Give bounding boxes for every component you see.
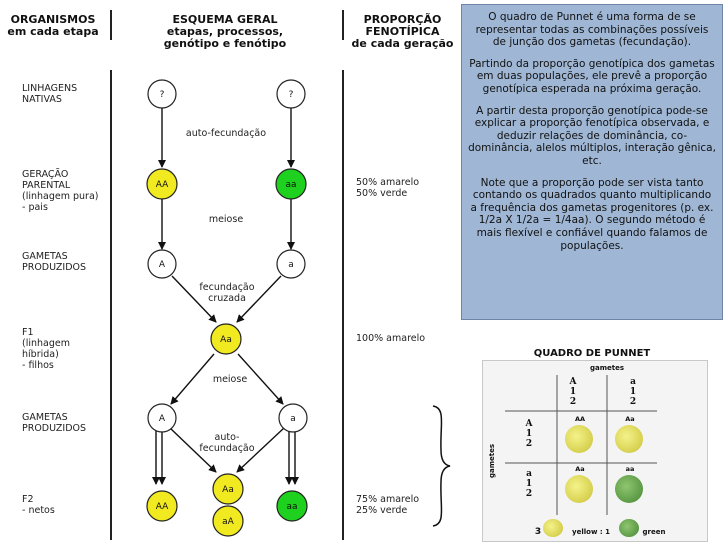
process-meiose-1: meiose: [208, 214, 244, 225]
pea-yellow-AA: [565, 425, 593, 453]
punnet-col-A: A 1 2: [569, 377, 577, 407]
process-meiose-2: meiose: [212, 374, 248, 385]
arrow-f1-g4: [237, 353, 284, 405]
punnet-gametes-top: gametes: [589, 364, 625, 372]
punnet-row-a: a 1 2: [525, 469, 533, 499]
circle-g4-label: a: [290, 414, 296, 424]
info-paragraph-3: A partir desta proporção genotípica pode…: [468, 104, 716, 167]
circle-g3-label: A: [159, 414, 166, 424]
arrow-g3-f2b: [169, 427, 217, 473]
punnet-info-box: O quadro de Punnet é uma forma de se rep…: [461, 4, 723, 320]
circle-f2a: [146, 490, 178, 522]
circle-p2: [275, 168, 307, 200]
circle-g2-label: a: [288, 260, 294, 270]
punnet-title: QUADRO DE PUNNET: [533, 348, 651, 359]
punnet-col-a: a 1 2: [629, 377, 637, 407]
circle-g2: [276, 249, 306, 279]
circle-f2d-label: aa: [286, 502, 297, 512]
circle-p1-label: AA: [156, 180, 169, 190]
stage-f1: F1 (linhagem híbrida) - filhos: [22, 327, 70, 371]
circle-g3: [147, 403, 177, 433]
pea-green-aa: [615, 475, 643, 503]
punnet-row-A: A 1 2: [525, 419, 533, 449]
proportion-f1: 100% amarelo: [356, 333, 426, 344]
arrow-g4-f2c: [236, 427, 285, 473]
circle-f2a-label: AA: [156, 502, 169, 512]
separator-left-top: [110, 10, 112, 40]
circle-q1-label: ?: [160, 90, 165, 100]
arrow-g1-f1: [171, 275, 217, 323]
punnet-grid: [505, 375, 657, 515]
circle-g1-label: A: [159, 260, 166, 270]
pea-green-legend: [619, 519, 639, 537]
circle-g4: [278, 403, 308, 433]
circle-f1: [210, 323, 242, 355]
proportion-f2: 75% amarelo 25% verde: [356, 494, 420, 516]
circle-p2-label: aa: [285, 180, 296, 190]
punnet-cell-Aa-label: Aa: [625, 415, 635, 423]
circle-f1-label: Aa: [220, 335, 232, 345]
circle-q1: [147, 79, 177, 109]
pea-yellow-legend: [543, 519, 563, 537]
punnet-cell-aA-label: Aa: [575, 465, 585, 473]
separator-right-bottom: [342, 70, 344, 540]
separator-left-bottom: [110, 70, 112, 540]
pea-yellow-aA: [565, 475, 593, 503]
circle-f2c-label: aA: [222, 517, 235, 527]
info-paragraph-4: Note que a proporção pode ser vista tant…: [470, 176, 714, 252]
punnet-gametes-side: gametes: [488, 443, 496, 479]
stage-geracao-parental: GERAÇÃO PARENTAL (linhagem pura) - pais: [22, 169, 99, 213]
circle-f2b-label: Aa: [222, 485, 234, 495]
circle-p1: [146, 168, 178, 200]
circle-g1: [147, 249, 177, 279]
header-organismos: ORGANISMOS em cada etapa: [7, 13, 99, 38]
punnet-square-image: gametes gametes A 1 2 a 1 2 A 1 2 a 1 2 …: [482, 360, 708, 542]
pea-yellow-Aa: [615, 425, 643, 453]
punnet-legend-count: 3: [534, 527, 542, 537]
stage-gametas-produzidos-1: GAMETAS PRODUZIDOS: [22, 251, 87, 273]
header-proporcao-fenotipica: PROPORÇÃO FENOTÍPICA de cada geração: [351, 13, 454, 50]
process-fecundacao-cruzada: fecundação cruzada: [199, 282, 255, 304]
circle-q2-label: ?: [289, 90, 294, 100]
punnet-cell-aa-label: aa: [625, 465, 635, 473]
f2-brace: [432, 405, 451, 527]
stage-f2: F2 - netos: [22, 494, 55, 516]
proportion-parental: 50% amarelo 50% verde: [356, 177, 420, 199]
circle-f2b: [212, 473, 244, 505]
stage-gametas-produzidos-2: GAMETAS PRODUZIDOS: [22, 412, 87, 434]
header-esquema-geral: ESQUEMA GERAL etapas, processos, genótip…: [163, 13, 287, 50]
circle-f2d: [276, 490, 308, 522]
punnet-cell-AA-label: AA: [574, 415, 586, 423]
process-auto-fecundacao-1: auto-fecundação: [185, 128, 267, 139]
info-paragraph-1: O quadro de Punnet é uma forma de se rep…: [475, 11, 709, 49]
arrow-g2-f1: [236, 275, 282, 323]
stage-linhagens-nativas: LINHAGENS NATIVAS: [22, 83, 78, 105]
punnet-legend-green: green: [642, 528, 666, 536]
arrow-f1-g3: [170, 353, 215, 405]
separator-right-top: [342, 10, 344, 40]
process-auto-fecundacao-2: auto- fecundação: [199, 432, 255, 454]
info-paragraph-2: Partindo da proporção genotípica dos gam…: [469, 57, 715, 95]
circle-q2: [276, 79, 306, 109]
punnet-legend-yellow: yellow : 1: [572, 528, 610, 536]
circle-f2c: [212, 505, 244, 537]
